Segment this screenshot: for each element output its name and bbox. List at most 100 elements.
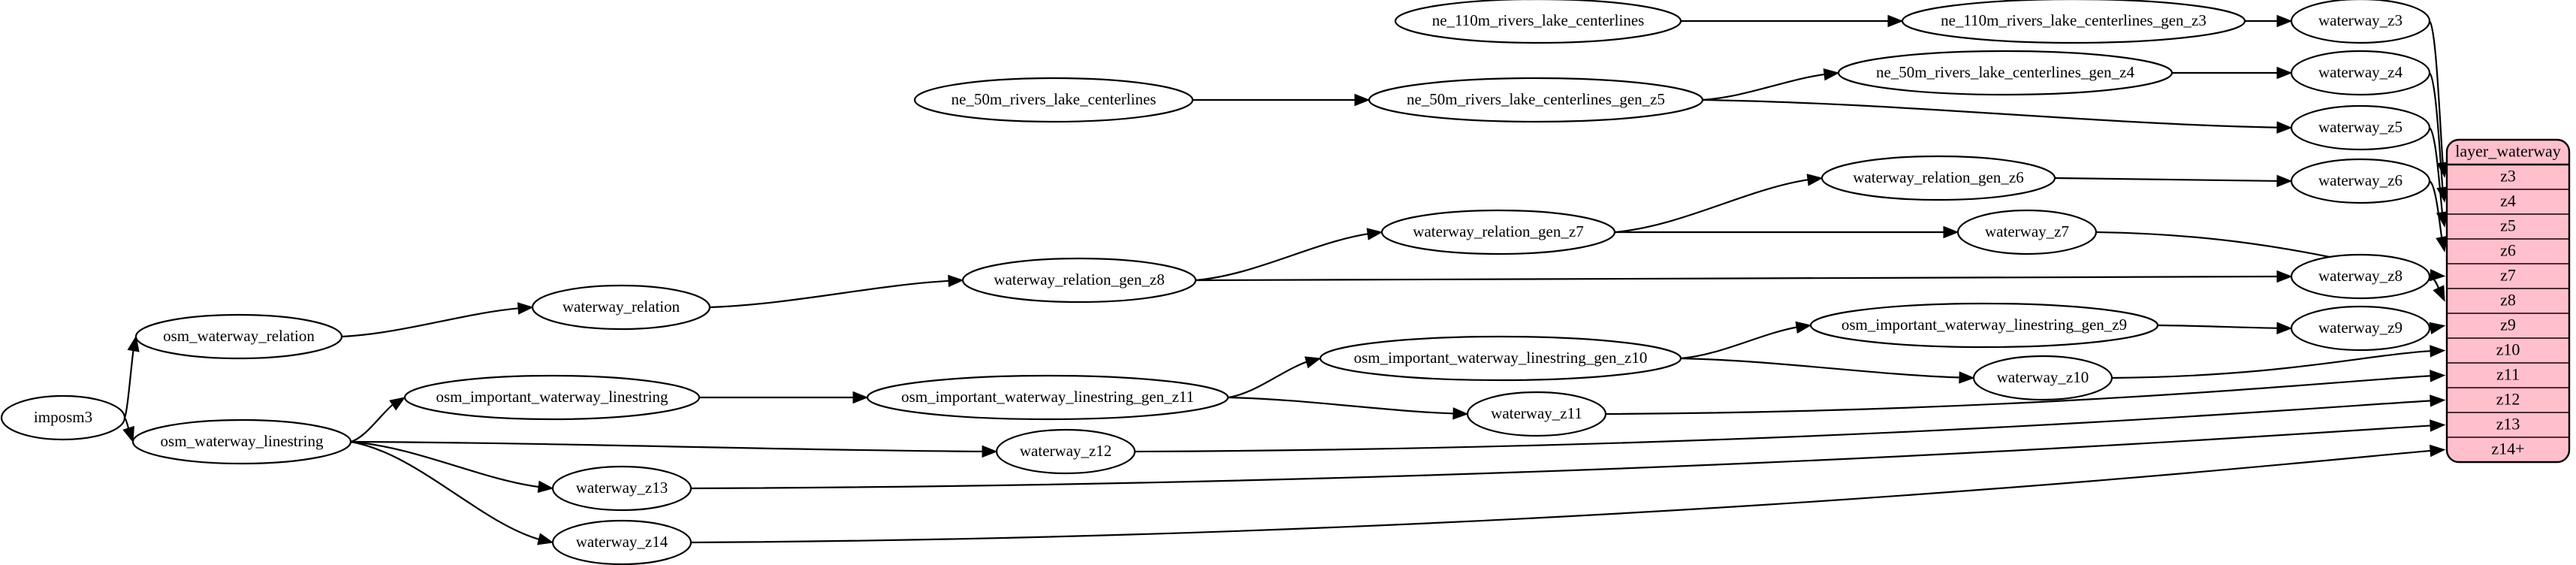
table-row-z10[interactable] <box>2447 337 2569 364</box>
edge-waterway_relation_gen_z7--to--waterway_relation_gen_z6 <box>1614 174 1823 234</box>
node-osm_important_waterway_linestring_gen_z9[interactable]: osm_important_waterway_linestring_gen_z9 <box>1809 302 2159 349</box>
node-shape[interactable] <box>531 284 711 331</box>
node-label: waterway_z11 <box>1491 404 1582 422</box>
node-shape[interactable] <box>2290 305 2431 352</box>
edge-line <box>2429 127 2446 228</box>
node-label: waterway_z5 <box>2318 118 2403 136</box>
node-waterway_z6[interactable]: waterway_z6 <box>2290 158 2431 204</box>
table-row-label-z6: z6 <box>2500 241 2516 260</box>
edge-waterway_z3--to--layer_waterway-z3 <box>2429 20 2449 178</box>
node-shape[interactable] <box>2290 50 2431 96</box>
node-ne_110m_rivers_lake_centerlines[interactable]: ne_110m_rivers_lake_centerlines <box>1394 0 1682 44</box>
edge-line <box>350 440 554 544</box>
table-row-z14+[interactable] <box>2447 437 2569 462</box>
table-outline <box>2445 138 2571 464</box>
edge-line <box>1702 98 2292 129</box>
node-shape[interactable] <box>2290 253 2431 300</box>
node-waterway_relation_gen_z7[interactable]: waterway_relation_gen_z7 <box>1380 209 1616 255</box>
edge-arrowhead <box>537 480 554 493</box>
node-waterway_z5[interactable]: waterway_z5 <box>2290 104 2431 151</box>
table-title: layer_waterway <box>2455 142 2560 161</box>
node-osm_important_waterway_linestring_gen_z10[interactable]: osm_important_waterway_linestring_gen_z1… <box>1319 335 1682 382</box>
edge-osm_waterway_linestring--to--waterway_z12 <box>350 440 998 458</box>
node-ne_50m_rivers_lake_centerlines_gen_z5[interactable]: ne_50m_rivers_lake_centerlines_gen_z5 <box>1368 77 1704 123</box>
node-shape[interactable] <box>913 77 1194 123</box>
node-waterway_relation_gen_z8[interactable]: waterway_relation_gen_z8 <box>961 257 1197 304</box>
node-shape[interactable] <box>1319 335 1682 382</box>
edge-arrowhead <box>2276 14 2293 28</box>
node-shape[interactable] <box>866 374 1229 421</box>
node-imposm3[interactable]: imposm3 <box>0 394 126 441</box>
node-waterway_z8[interactable]: waterway_z8 <box>2290 253 2431 300</box>
node-waterway_z10[interactable]: waterway_z10 <box>1972 355 2113 401</box>
node-label: waterway_z9 <box>2318 319 2403 337</box>
node-waterway_z3[interactable]: waterway_z3 <box>2290 0 2431 44</box>
node-ne_50m_rivers_lake_centerlines[interactable]: ne_50m_rivers_lake_centerlines <box>913 77 1194 123</box>
node-shape[interactable] <box>1380 209 1616 255</box>
node-label: waterway_z14 <box>576 533 668 551</box>
edge-line <box>350 396 406 443</box>
node-waterway_z7[interactable]: waterway_z7 <box>1956 209 2098 255</box>
edge-waterway_z12--to--layer_waterway-z12 <box>1134 394 2446 453</box>
node-shape[interactable] <box>1466 391 1607 437</box>
edge-osm_waterway_relation--to--waterway_relation <box>341 302 534 338</box>
node-ne_50m_rivers_lake_centerlines_gen_z4[interactable]: ne_50m_rivers_lake_centerlines_gen_z4 <box>1837 50 2173 96</box>
node-shape[interactable] <box>1809 302 2159 349</box>
edge-arrowhead <box>1304 356 1322 369</box>
node-shape[interactable] <box>1901 0 2246 44</box>
node-shape[interactable] <box>2290 104 2431 151</box>
edge-osm_waterway_linestring--to--waterway_z14 <box>350 440 554 545</box>
node-waterway_z9[interactable]: waterway_z9 <box>2290 305 2431 352</box>
edge-arrowhead <box>2430 419 2446 432</box>
edge-arrowhead <box>1943 225 1959 239</box>
table-row-z9[interactable] <box>2447 313 2569 339</box>
edge-line <box>123 336 137 418</box>
node-shape[interactable] <box>403 374 701 421</box>
node-waterway_z4[interactable]: waterway_z4 <box>2290 50 2431 96</box>
node-osm_important_waterway_linestring_gen_z11[interactable]: osm_important_waterway_linestring_gen_z1… <box>866 374 1229 421</box>
node-shape[interactable] <box>1394 0 1682 44</box>
table-row-z11[interactable] <box>2447 362 2569 388</box>
node-shape[interactable] <box>2290 0 2431 44</box>
node-label: waterway_z12 <box>1020 442 1112 460</box>
node-shape[interactable] <box>1820 155 2056 201</box>
table-row-label-z12: z12 <box>2496 390 2520 409</box>
node-ne_110m_rivers_lake_centerlines_gen_z3[interactable]: ne_110m_rivers_lake_centerlines_gen_z3 <box>1901 0 2246 44</box>
node-shape[interactable] <box>131 418 352 465</box>
edge-arrowhead <box>2430 370 2446 382</box>
edge-arrowhead <box>982 445 998 458</box>
nodes-layer: imposm3 osm_waterway_relation osm_waterway… <box>0 0 2431 565</box>
node-waterway_z13[interactable]: waterway_z13 <box>551 465 692 512</box>
edge-arrowhead <box>1452 407 1469 420</box>
node-shape[interactable] <box>2290 158 2431 204</box>
node-shape[interactable] <box>551 465 692 512</box>
node-shape[interactable] <box>1368 77 1704 123</box>
node-shape[interactable] <box>995 428 1136 475</box>
node-osm_important_waterway_linestring[interactable]: osm_important_waterway_linestring <box>403 374 701 421</box>
table-header-cell <box>2447 140 2569 165</box>
node-waterway_relation[interactable]: waterway_relation <box>531 284 711 331</box>
node-shape[interactable] <box>551 519 692 565</box>
node-label: imposm3 <box>34 408 92 426</box>
node-label: waterway_z8 <box>2318 267 2403 285</box>
node-shape[interactable] <box>1837 50 2173 96</box>
node-label: waterway_z13 <box>576 479 668 497</box>
node-shape[interactable] <box>0 394 126 441</box>
node-osm_waterway_linestring[interactable]: osm_waterway_linestring <box>131 418 352 465</box>
edge-arrowhead <box>1795 321 1812 334</box>
edge-arrowhead <box>1887 14 1904 28</box>
node-waterway_relation_gen_z6[interactable]: waterway_relation_gen_z6 <box>1820 155 2056 201</box>
node-waterway_z11[interactable]: waterway_z11 <box>1466 391 1607 437</box>
node-osm_waterway_relation[interactable]: osm_waterway_relation <box>134 313 343 360</box>
node-waterway_z12[interactable]: waterway_z12 <box>995 428 1136 475</box>
node-label: ne_110m_rivers_lake_centerlines_gen_z3 <box>1941 11 2206 29</box>
node-shape[interactable] <box>134 313 343 360</box>
node-shape[interactable] <box>1956 209 2098 255</box>
node-label: waterway_z6 <box>2318 171 2403 189</box>
edge-arrowhead <box>2276 322 2293 334</box>
node-shape[interactable] <box>961 257 1197 304</box>
edge-arrowhead <box>2429 268 2446 282</box>
node-shape[interactable] <box>1972 355 2113 401</box>
node-waterway_z14[interactable]: waterway_z14 <box>551 519 692 565</box>
edge-line <box>2429 20 2446 178</box>
